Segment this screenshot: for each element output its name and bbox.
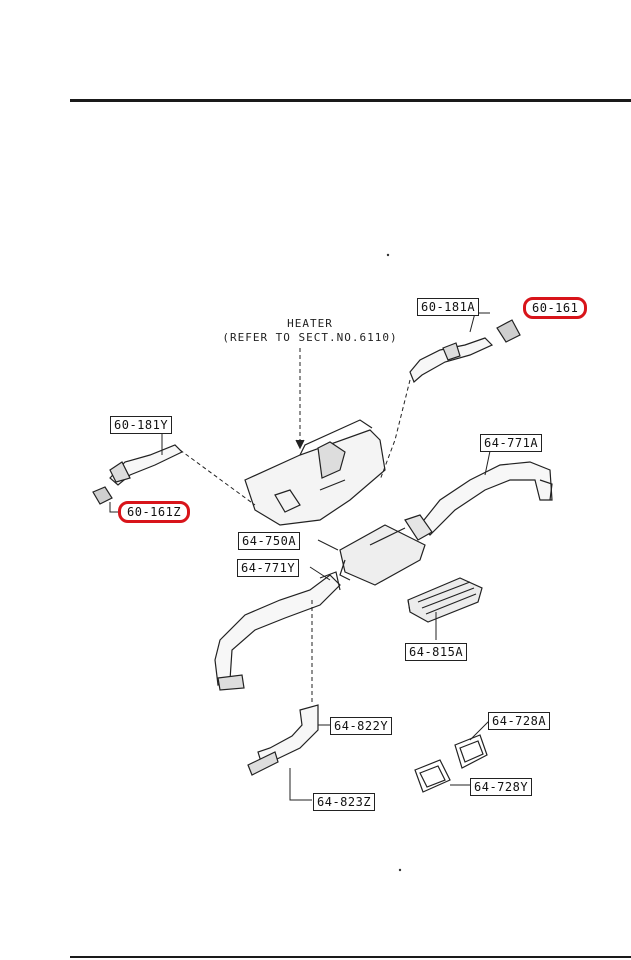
part-label-60-181A[interactable]: 60-181A <box>417 298 480 316</box>
bottom-rule <box>70 956 631 958</box>
hose-60-181Y-drawing <box>109 444 184 486</box>
gasket-64-728Y-drawing <box>414 759 451 793</box>
grille-64-815A-drawing <box>407 577 483 623</box>
part-label-64-771A[interactable]: 64-771A <box>480 434 543 452</box>
duct-64-771Y-drawing <box>214 571 341 691</box>
top-rule <box>70 99 631 102</box>
heater-title: HEATER <box>287 317 333 330</box>
duct-64-771A-drawing <box>404 461 553 541</box>
box-64-750A-drawing <box>339 524 426 586</box>
part-label-60-161Z-highlighted[interactable]: 60-161Z <box>118 501 191 523</box>
part-label-60-181Y[interactable]: 60-181Y <box>110 416 173 434</box>
nozzle-60-161Z-drawing <box>92 486 113 505</box>
part-label-64-728Y[interactable]: 64-728Y <box>470 778 533 796</box>
hose-64-822Y-drawing <box>247 704 319 776</box>
heater-note: HEATER (REFER TO SECT.NO.6110) <box>215 317 405 345</box>
part-label-60-161-highlighted[interactable]: 60-161 <box>523 297 588 319</box>
gasket-64-728A-drawing <box>454 734 488 769</box>
part-label-64-815A[interactable]: 64-815A <box>405 643 468 661</box>
nozzle-60-161-drawing <box>496 319 521 343</box>
part-label-64-728A[interactable]: 64-728A <box>488 712 551 730</box>
part-label-64-823Z[interactable]: 64-823Z <box>313 793 376 811</box>
heater-reference: (REFER TO SECT.NO.6110) <box>222 331 398 344</box>
part-label-64-750A[interactable]: 64-750A <box>238 532 301 550</box>
hose-60-181A-drawing <box>409 337 494 384</box>
part-label-64-771Y[interactable]: 64-771Y <box>237 559 300 577</box>
part-label-64-822Y[interactable]: 64-822Y <box>330 717 393 735</box>
heater-unit-drawing <box>244 419 386 526</box>
